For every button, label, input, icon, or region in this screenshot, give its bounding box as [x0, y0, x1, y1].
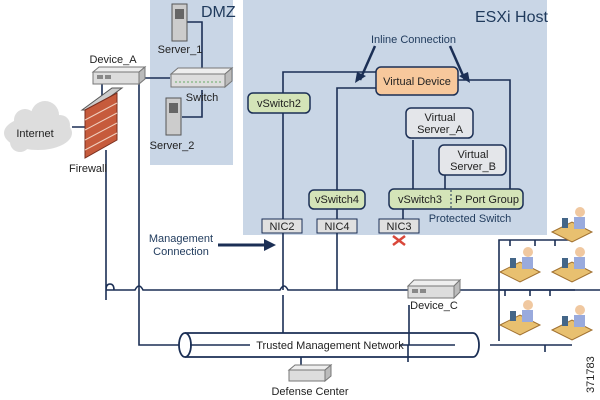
switch-icon: [169, 66, 234, 89]
link-vswitch4-vd: [336, 87, 378, 190]
nic3-box: [378, 218, 420, 234]
disconnected-x-icon: [392, 235, 406, 246]
device-c-label: Device_C: [410, 300, 458, 312]
workstation-icon: [550, 247, 594, 283]
virtual-server-a-label-2: Server_A: [417, 124, 464, 136]
trusted-network-label: Trusted Management Network: [256, 340, 404, 352]
dmz-label: DMZ: [201, 4, 236, 21]
vswitch4-box: [308, 189, 366, 210]
inline-connection-label: Inline Connection: [371, 34, 456, 46]
device-c-icon: [406, 278, 462, 300]
server-2-label: Server_2: [150, 140, 195, 152]
user-lan-lines: [490, 239, 575, 346]
server-2-icon: [165, 97, 182, 136]
defense-center-label: Defense Center: [271, 386, 348, 398]
workstation-icon: [550, 305, 594, 341]
workstation-icon: [550, 207, 594, 243]
vswitch2-box: [247, 92, 311, 114]
p-port-group-label: P Port Group: [455, 194, 519, 206]
nic4-label: NIC4: [324, 221, 349, 233]
server-1-icon: [171, 3, 188, 42]
virtual-server-b-label-1: Virtual: [458, 149, 489, 161]
internet-label: Internet: [16, 128, 53, 140]
virtual-server-a-label-1: Virtual: [425, 112, 456, 124]
link-switch-server2: [182, 90, 203, 118]
vswitch2-label: vSwitch2: [257, 98, 301, 110]
trusted-management-network: Trusted Management Network: [178, 305, 480, 362]
device-a-label: Device_A: [89, 54, 137, 66]
nic4-box: [316, 218, 358, 234]
nic2-label: NIC2: [269, 221, 294, 233]
vswitch4-label: vSwitch4: [315, 194, 359, 206]
management-label-2: Connection: [153, 246, 209, 258]
virtual-device-label: Virtual Device: [383, 76, 451, 88]
virtual-server-b-box: [438, 144, 507, 176]
link-server1-switch: [187, 21, 203, 72]
main-bus: [106, 285, 600, 291]
link-vd-pportgroup: [458, 79, 511, 190]
device-a-icon: [91, 65, 147, 86]
figure-id: 371783: [585, 356, 597, 393]
workstation-icon: [498, 247, 542, 283]
link-devicea-trusted: [138, 290, 185, 346]
nic2-box: [261, 218, 303, 234]
vswitch3-label: vSwitch3: [398, 194, 442, 206]
user-workstations: [498, 207, 594, 341]
protected-switch-label: Protected Switch: [429, 213, 512, 225]
defense-center-icon: [287, 363, 333, 383]
esxi-host-label: ESXi Host: [475, 9, 548, 26]
server-1-label: Server_1: [158, 44, 203, 56]
virtual-server-a-box: [405, 107, 474, 139]
internet-cloud-icon: [4, 101, 72, 152]
firewall-icon: [80, 87, 124, 159]
workstation-icon: [498, 300, 542, 336]
switch-label: Switch: [186, 92, 218, 104]
virtual-device-box: [375, 66, 459, 96]
management-label-1: Management: [149, 233, 213, 245]
nic3-label: NIC3: [386, 221, 411, 233]
virtual-server-b-label-2: Server_B: [450, 161, 496, 173]
firewall-label: Firewall: [69, 163, 107, 175]
protected-switch-box: [388, 188, 524, 210]
